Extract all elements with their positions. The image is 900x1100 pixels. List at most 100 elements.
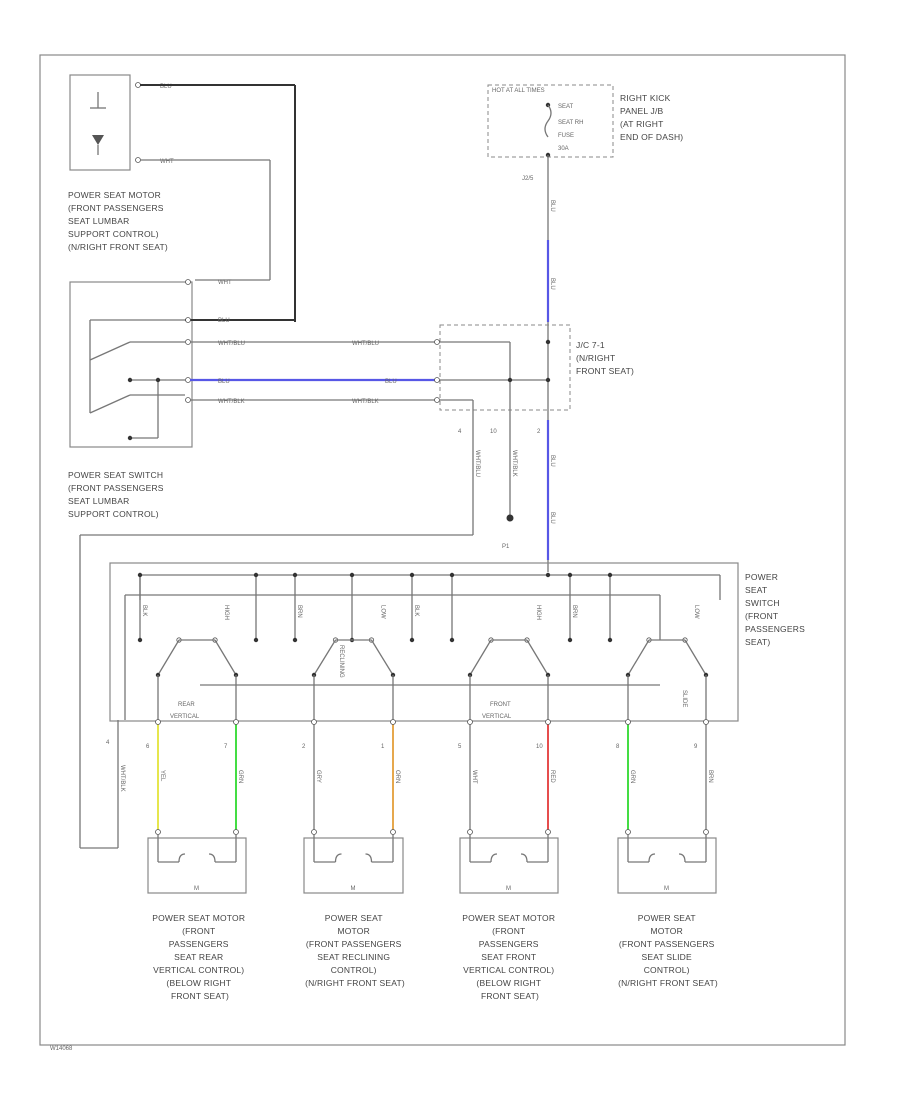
switch-blade — [526, 639, 549, 676]
motor-pin-label: 9 — [694, 744, 698, 750]
connector-pin-mark — [311, 829, 317, 835]
switch-top-label: BLK — [413, 605, 419, 616]
contact-dot — [409, 637, 415, 643]
lumbar-motor: BLU WHT — [69, 74, 174, 171]
junction-down-wires: 4 10 2 P1 WHT/BLU WHT/BLK — [79, 420, 541, 849]
lumbar-switch-label: POWER SEAT SWITCH (FRONT PASSENGERS SEAT… — [68, 470, 166, 519]
connector-pin-mark — [311, 719, 317, 725]
wire-color-label: RED — [549, 770, 555, 783]
junction-box — [434, 324, 571, 420]
contact-dot — [253, 637, 259, 643]
switch-blade — [627, 639, 650, 676]
connector-pin-mark — [467, 719, 473, 725]
switch-top-label: HIGH — [535, 605, 541, 620]
motor-box — [459, 837, 559, 894]
junction-dot — [449, 572, 455, 578]
fuse-label: SEAT SEAT RH FUSE 30A — [558, 104, 585, 152]
motor-pin-label: 2 — [302, 744, 306, 750]
junction-dot — [137, 572, 143, 578]
motor-box — [147, 837, 247, 894]
wire-color-label: WHT/BLU — [218, 341, 245, 347]
wire-color-label: WHT — [160, 159, 174, 165]
switch-top-label: LOW — [380, 605, 386, 619]
motor-symbol: M — [194, 886, 199, 892]
switch-blade — [313, 639, 337, 676]
motor-symbol: M — [506, 886, 511, 892]
switch-front-label: FRONT VERTICAL — [482, 702, 512, 720]
main-seat-switch — [109, 562, 739, 848]
connector-pin-mark — [390, 719, 396, 725]
connector-pin-mark — [545, 829, 551, 835]
contact-dot — [449, 637, 455, 643]
motor-front-vertical-label: POWER SEAT MOTOR (FRONT PASSENGERS SEAT … — [462, 913, 558, 1001]
fuse-location-label: RIGHT KICK PANEL J/B (AT RIGHT END OF DA… — [620, 93, 683, 142]
wire-color-label: WHT — [218, 280, 232, 286]
wire-color-label: BLU — [549, 512, 555, 524]
fuse-box: HOT AT ALL TIMES SEAT SEAT RH FUSE 30A — [487, 84, 614, 158]
contact-dot — [567, 637, 573, 643]
contact-dot — [137, 637, 143, 643]
motor-pin-label: 5 — [458, 744, 462, 750]
wire-color-label: WHT/BLU — [474, 450, 480, 477]
lumbar-switch-wiring — [89, 279, 295, 441]
svg-text:HOT AT ALL TIMES: HOT AT ALL TIMES — [492, 88, 545, 94]
connector-pin: 4 — [458, 429, 462, 435]
connector-pin-mark — [703, 829, 709, 835]
wire-color-label: WHT/BLK — [218, 399, 245, 405]
switch-groups: BLK HIGH BRN LOW BLK HIGH BRN LOW — [137, 572, 709, 720]
lumbar-motor-label: POWER SEAT MOTOR (FRONT PASSENGERS SEAT … — [68, 190, 168, 252]
wire-color-label: WHT — [471, 770, 477, 784]
junction-dot — [292, 572, 298, 578]
connector-pin-mark — [233, 829, 239, 835]
lumbar-switch-box — [69, 281, 193, 448]
motor-brush — [648, 853, 686, 863]
wire-color-label: WHT/BLK — [119, 765, 125, 792]
connector-pin: 2 — [537, 429, 541, 435]
switch-top-label: LOW — [693, 605, 699, 619]
diagram-frame — [39, 54, 846, 1046]
switch-blade — [214, 639, 237, 676]
wire-color-label: BLU — [385, 379, 397, 385]
connector-pin-mark — [545, 719, 551, 725]
motor-pin-label: 6 — [146, 744, 150, 750]
motor-pin-label: 7 — [224, 744, 228, 750]
wire-color-label: BRN — [707, 770, 713, 783]
switch-blade — [469, 639, 492, 676]
wire-color-label: BLU — [218, 318, 230, 324]
wire-color-label: GRN — [237, 770, 243, 783]
wire-color-label: WHT/BLU — [352, 341, 379, 347]
wire-color-label: YEL — [159, 770, 165, 782]
junction-dot — [567, 572, 573, 578]
switch-top-label: BLK — [141, 605, 147, 616]
lumbar-switch-wires: WHT/BLU WHT/BLU BLU BLU WHT/BLK WHT/BLK — [190, 341, 435, 405]
connector-pin-mark — [390, 829, 396, 835]
switch-top-label: HIGH — [223, 605, 229, 620]
junction-dot — [349, 572, 355, 578]
junction-label: J/C 7-1 (N/RIGHT FRONT SEAT) — [576, 340, 634, 376]
switch-blade — [684, 639, 707, 676]
junction-dot — [409, 572, 415, 578]
motor-brush — [178, 853, 216, 863]
main-switch-label: POWER SEAT SWITCH (FRONT PASSENGERS SEAT… — [745, 572, 808, 647]
connector-pin: 10 — [490, 429, 497, 435]
connector-pin-mark — [233, 719, 239, 725]
switch-slide-label: SLIDE — [681, 690, 687, 707]
motor-symbol: M — [664, 886, 669, 892]
motor-brush — [334, 853, 373, 863]
connector-pin-mark — [155, 829, 161, 835]
connector-pin: 4 — [106, 740, 110, 746]
connector-pin-mark — [625, 829, 631, 835]
motor-pin-label: 10 — [536, 744, 543, 750]
junction-dot — [253, 572, 259, 578]
wire-color-label: WHT/BLK — [352, 399, 379, 405]
connector-pin-mark — [703, 719, 709, 725]
motor-brush — [490, 853, 528, 863]
motor-symbol: M — [351, 886, 356, 892]
switch-top-label: BRN — [296, 605, 302, 618]
motor-slide-label: POWER SEAT MOTOR (FRONT PASSENGERS SEAT … — [618, 913, 718, 988]
motor-pin-label: 1 — [381, 744, 385, 750]
motor-reclining-label: POWER SEAT MOTOR (FRONT PASSENGERS SEAT … — [305, 913, 405, 988]
switch-blade — [157, 639, 180, 676]
switch-top-label: BRN — [571, 605, 577, 618]
